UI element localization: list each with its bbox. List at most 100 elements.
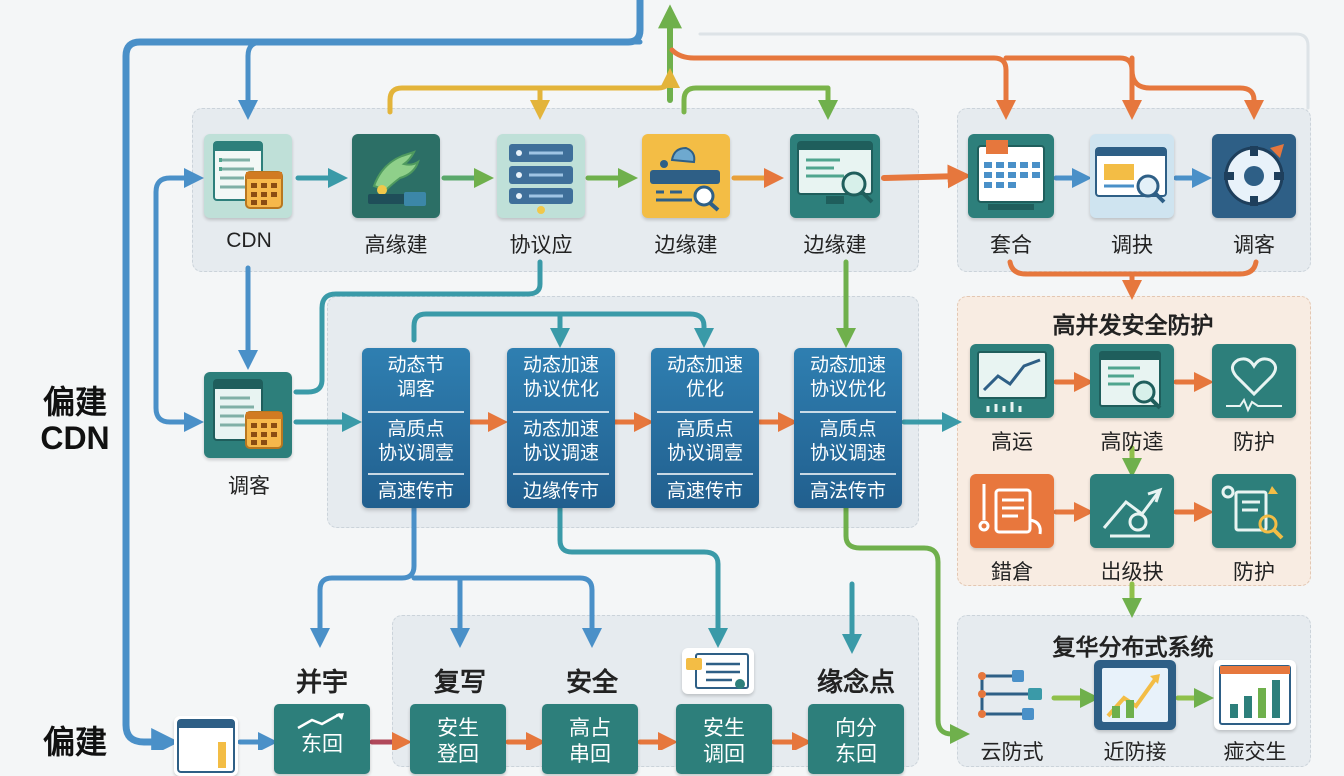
- edge-node-tile-1[interactable]: [642, 134, 730, 218]
- distributed-access-tile[interactable]: [1094, 660, 1176, 730]
- stack-2-top-line2: 协议优化: [522, 379, 599, 400]
- bottom-tile-1-line2: 东回: [301, 733, 343, 756]
- check-flow-icon: [1102, 487, 1163, 538]
- security-protect-tile-1[interactable]: [1212, 344, 1296, 418]
- bottom-tile-2[interactable]: 安生 登回: [410, 704, 506, 774]
- bottom-title-1: 并宇: [295, 667, 349, 697]
- stack-3-top-line2: 优化: [685, 379, 724, 400]
- stack-4-mid: 高质点协议调速: [794, 418, 902, 466]
- mid-left-label: 调客: [228, 475, 270, 498]
- stack-2-divider-1: [513, 411, 609, 413]
- browser-search-icon: [1095, 147, 1167, 204]
- growth-chart-icon: [1102, 668, 1168, 722]
- top-label-high-edge: 高缘建: [364, 234, 428, 257]
- stack-1-bottom: 高速传市: [377, 481, 454, 502]
- security-defense-tile[interactable]: [1090, 344, 1174, 418]
- top-right-label-adjust: 调抉: [1111, 234, 1153, 257]
- security-title: 高并发安全防护: [1052, 312, 1214, 338]
- stack-4-bottom: 高法传市: [809, 481, 886, 502]
- bottom-tile-1[interactable]: 东回: [274, 704, 370, 774]
- bottom-tile-2-line1: 安生: [437, 717, 479, 740]
- bottom-tile-3[interactable]: 高占 串回: [542, 704, 638, 774]
- trend-line-icon: [297, 712, 344, 730]
- line-chart-icon: [977, 351, 1047, 412]
- stack-3-mid-line1: 高质点: [676, 419, 734, 440]
- stack-1-top-line1: 动态节: [387, 355, 445, 376]
- acceleration-stack-1[interactable]: 动态节调客 高质点协议调壹 高速传市: [362, 348, 470, 508]
- stack-1-mid-line2: 协议调壹: [377, 443, 454, 464]
- network-nodes-icon: [978, 670, 1042, 720]
- side-label-line2: CDN: [40, 420, 110, 456]
- stack-3-mid-line2: 协议调壹: [666, 443, 743, 464]
- monitor-search-icon: [797, 141, 874, 204]
- distributed-stats-tile[interactable]: [1214, 660, 1296, 730]
- protocol-node-tile[interactable]: [497, 134, 585, 218]
- document-list-icon: [686, 653, 749, 689]
- bottom-left-doc-tile[interactable]: [174, 716, 238, 776]
- bottom-tile-3-line1: 高占: [569, 717, 611, 740]
- bottom-doc-tile[interactable]: [682, 648, 754, 694]
- top-label-edge-1: 边缘建: [654, 234, 718, 257]
- adjust-client-tile[interactable]: [1212, 134, 1296, 218]
- stack-4-mid-line2: 协议调速: [809, 443, 886, 464]
- stack-2-mid-line1: 动态加速: [522, 419, 599, 440]
- adjust-tile[interactable]: [1090, 134, 1174, 218]
- stack-4-top: 动态加速协议优化: [794, 354, 902, 402]
- security-label-storage: 錯倉: [991, 561, 1033, 584]
- distributed-label-3: 痖交生: [1223, 741, 1287, 764]
- bottom-tile-3-line2: 串回: [569, 743, 611, 766]
- acceleration-stack-2[interactable]: 动态加速协议优化 动态加速协议调速 边缘传市: [507, 348, 615, 508]
- cdn-node-tile[interactable]: [204, 134, 292, 218]
- bottom-tile-5-line1: 向分: [835, 717, 877, 740]
- calendar-board-icon: [977, 140, 1045, 210]
- security-label-protect-2: 防护: [1233, 561, 1275, 584]
- bottom-tile-5[interactable]: 向分 东回: [808, 704, 904, 774]
- connector-arrows: [122, 0, 1310, 750]
- target-gear-icon: [1224, 144, 1284, 206]
- security-protect-tile-2[interactable]: [1212, 474, 1296, 548]
- stack-4-mid-line1: 高质点: [819, 419, 877, 440]
- stack-4-divider-2: [800, 473, 896, 475]
- distributed-label-2: 近防接: [1103, 741, 1167, 764]
- stack-3-divider-2: [657, 473, 753, 475]
- distributed-network-node[interactable]: [972, 664, 1052, 724]
- security-label-protect-1: 防护: [1233, 431, 1275, 454]
- package-tile[interactable]: [968, 134, 1054, 218]
- stack-3-top: 动态加速优化: [651, 354, 759, 402]
- heart-pulse-icon: [1226, 357, 1282, 413]
- security-storage-tile[interactable]: [970, 474, 1054, 548]
- acceleration-stack-4[interactable]: 动态加速协议优化 高质点协议调速 高法传市: [794, 348, 902, 508]
- security-run-tile[interactable]: [970, 344, 1054, 418]
- distributed-title: 复华分布式系统: [1052, 634, 1214, 660]
- bottom-tile-4-line1: 安生: [703, 717, 745, 740]
- top-label-edge-2: 边缘建: [803, 234, 867, 257]
- stack-3-divider-1: [657, 411, 753, 413]
- stack-2-mid-line2: 协议调速: [522, 443, 599, 464]
- mid-left-tile[interactable]: [204, 372, 292, 458]
- bottom-title-2: 复写: [433, 667, 487, 697]
- bottom-tile-4-line2: 调回: [703, 743, 745, 766]
- side-label-bottom-text: 偏建: [42, 724, 107, 760]
- bottom-tile-5-line2: 东回: [835, 743, 877, 766]
- stack-1-top-line2: 调客: [396, 379, 435, 400]
- stack-2-top-line1: 动态加速: [522, 355, 599, 376]
- bottom-title-3: 安全: [565, 667, 619, 697]
- bottom-title-4: 缘念点: [816, 667, 896, 697]
- bottom-tile-4[interactable]: 安生 调回: [676, 704, 772, 774]
- document-grid-icon: [213, 141, 283, 209]
- stack-2-mid: 动态加速协议调速: [507, 418, 615, 466]
- top-label-protocol: 协议应: [509, 234, 573, 257]
- high-edge-tile[interactable]: [352, 134, 440, 218]
- edge-node-tile-2[interactable]: [790, 134, 880, 218]
- search-panel-icon: [650, 146, 720, 212]
- stack-1-divider-1: [368, 411, 464, 413]
- security-label-upgrade: 岀级抉: [1100, 561, 1164, 584]
- stack-4-top-line1: 动态加速: [809, 355, 886, 376]
- stack-2-divider-2: [513, 473, 609, 475]
- stack-1-mid-line1: 高质点: [387, 419, 445, 440]
- side-label-line1: 偏建: [42, 384, 107, 420]
- document-grid-icon-2: [213, 379, 283, 449]
- security-label-run: 高运: [991, 431, 1033, 454]
- acceleration-stack-3[interactable]: 动态加速优化 高质点协议调壹 高速传市: [651, 348, 759, 508]
- security-upgrade-tile[interactable]: [1090, 474, 1174, 548]
